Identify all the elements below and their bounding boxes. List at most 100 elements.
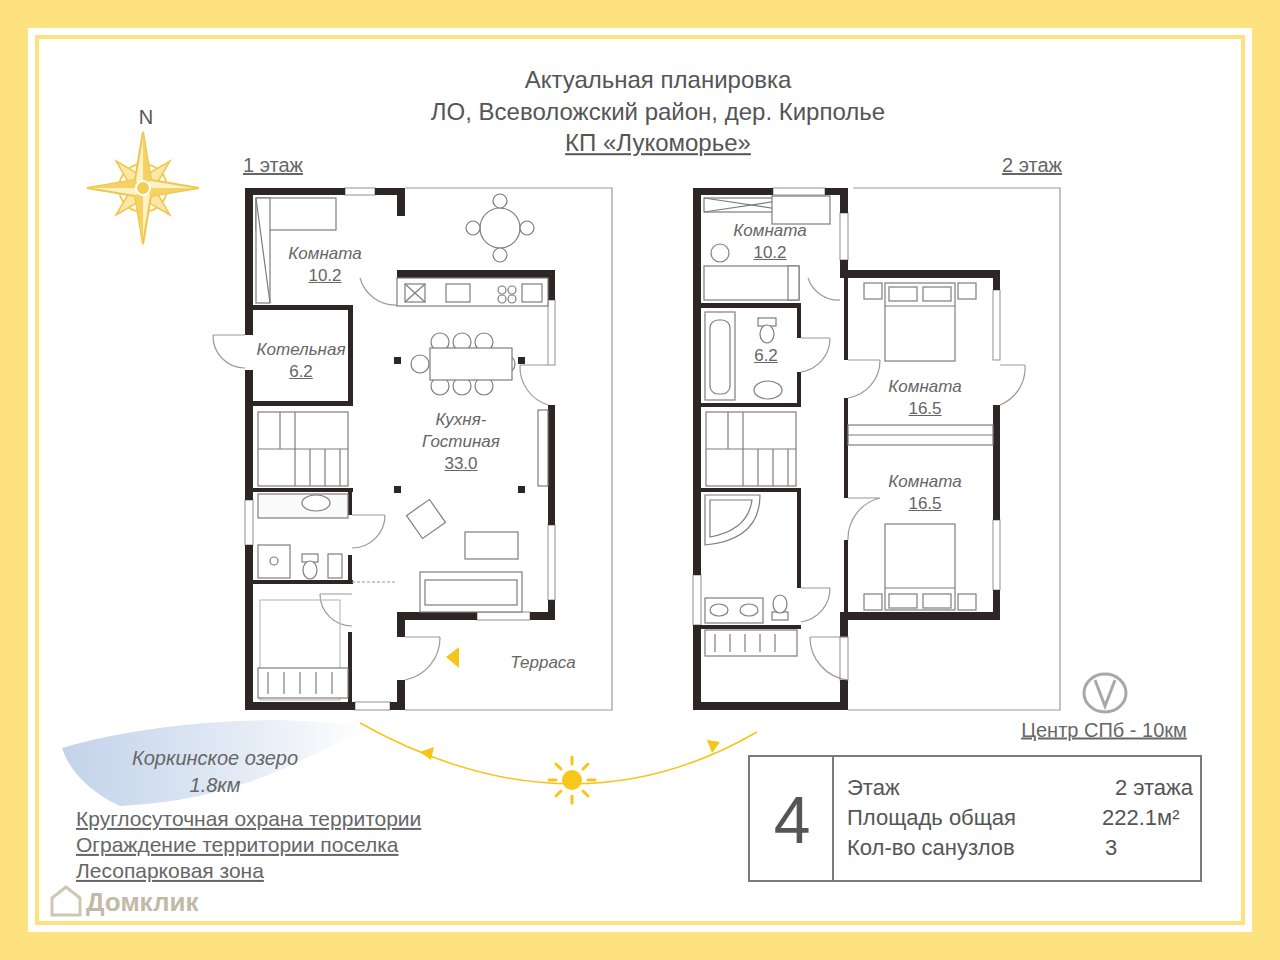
- city-distance: Центр СПб - 10км: [1021, 719, 1187, 742]
- furniture: [498, 295, 506, 303]
- furniture: [742, 412, 743, 449]
- location-line: ЛО, Всеволожский район, дер. Кирполье: [431, 98, 885, 126]
- furniture: [885, 305, 955, 306]
- walls: [548, 405, 555, 525]
- sun-icon: [556, 791, 561, 796]
- sun-icon: [588, 779, 595, 782]
- furniture: [889, 287, 917, 301]
- furniture: [729, 634, 730, 652]
- sun-icon: [571, 796, 574, 803]
- open-outline: [405, 188, 612, 710]
- lake-name: Коркинское озеро: [132, 747, 298, 770]
- room-name: Комната: [733, 220, 806, 242]
- furniture: [923, 594, 951, 608]
- furniture: [710, 500, 752, 537]
- table-cell: Кол-во санузлов: [847, 836, 1015, 860]
- furniture: [520, 221, 534, 235]
- entry-mark: [446, 647, 459, 668]
- sun-icon: [583, 791, 588, 796]
- walls: [844, 540, 848, 612]
- room-label: Комната16.5: [868, 465, 982, 521]
- room-area: 16.5: [908, 398, 941, 420]
- compass-rose: [87, 132, 199, 244]
- lake-wash: [62, 720, 368, 806]
- furniture: [864, 283, 882, 299]
- furniture: [848, 425, 993, 445]
- doors: [848, 498, 880, 540]
- walls: [253, 488, 353, 492]
- sun-path: [707, 740, 720, 753]
- doors: [520, 365, 548, 405]
- doors: [320, 594, 352, 626]
- doors: [352, 515, 385, 548]
- furniture: [710, 320, 730, 394]
- open-outline: [405, 188, 1060, 710]
- furniture: [740, 604, 758, 616]
- doors: [801, 588, 830, 622]
- furniture: [405, 284, 425, 302]
- furniture: [324, 449, 325, 486]
- room-area: 6.2: [754, 345, 778, 367]
- doors: [405, 637, 440, 680]
- furniture: [279, 412, 280, 449]
- table-cell: 3: [1105, 836, 1117, 860]
- furniture: [774, 634, 775, 652]
- room-label: Комната10.2: [258, 236, 392, 294]
- furniture: [714, 634, 715, 652]
- furniture: [772, 449, 773, 486]
- room-name: Комната: [888, 471, 961, 493]
- furniture: [299, 672, 300, 694]
- furniture: [711, 244, 729, 262]
- sun-icon: [556, 764, 561, 769]
- page-frame: [28, 28, 1252, 932]
- walls: [693, 625, 701, 710]
- walls: [548, 270, 555, 300]
- furniture: [710, 604, 728, 616]
- furniture: [958, 594, 976, 610]
- furniture: [256, 198, 270, 303]
- walls: [397, 612, 405, 637]
- furniture: [705, 312, 735, 400]
- table-divider: [832, 757, 834, 880]
- furniture: [508, 286, 516, 294]
- floor-heading: 1 этаж: [243, 154, 303, 177]
- furniture: [508, 295, 516, 303]
- walls: [701, 488, 801, 492]
- furniture: [480, 208, 520, 248]
- furniture: [466, 221, 480, 235]
- room-area: 10.2: [308, 265, 341, 287]
- furniture: [706, 412, 796, 486]
- room-label: Комната10.2: [712, 214, 828, 270]
- walls: [245, 188, 345, 195]
- sun-icon: [571, 757, 574, 764]
- compass-rose: [87, 132, 199, 244]
- info-table: 4Этаж2 этажаПлощадь общая222.1м²Кол-во с…: [748, 755, 1202, 882]
- furniture: [267, 672, 268, 694]
- furniture: [493, 248, 507, 262]
- furniture: [493, 194, 507, 208]
- feature-note: Ограждение территории поселка: [76, 833, 398, 857]
- furniture: [258, 448, 348, 449]
- walls: [797, 488, 801, 588]
- title: Актуальная планировка: [525, 66, 792, 94]
- furniture: [754, 381, 782, 399]
- furniture: [256, 198, 270, 303]
- plan-number: 4: [774, 784, 811, 857]
- north-mark: N: [139, 106, 153, 129]
- furniture: [405, 284, 425, 302]
- furniture: [885, 587, 955, 588]
- room-label: Кухня- Гостиная33.0: [405, 398, 517, 486]
- doors: [213, 278, 1025, 680]
- walls: [245, 188, 253, 335]
- walls: [993, 270, 1000, 290]
- entry-mark: [446, 647, 459, 668]
- furniture: [407, 500, 446, 539]
- table-cell: Площадь общая: [847, 806, 1016, 830]
- furniture: [315, 672, 316, 694]
- walls: [348, 555, 352, 582]
- furniture: [270, 557, 278, 565]
- furniture: [744, 634, 745, 652]
- doors: [808, 278, 840, 300]
- furniture: [420, 572, 522, 612]
- lake-wash: [62, 720, 368, 806]
